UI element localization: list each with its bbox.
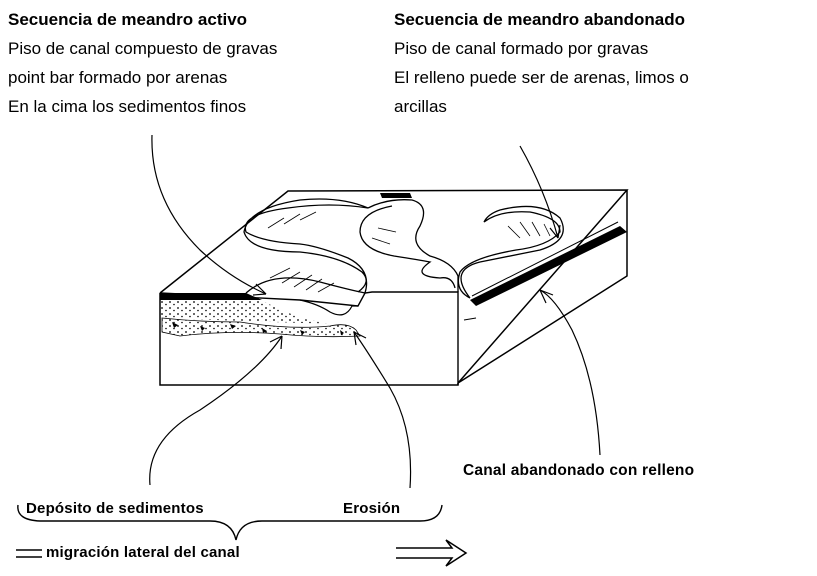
migration-equals-left [16,549,42,558]
abandoned-oxbow [457,205,564,299]
active-meander-line-3: En la cima los sedimentos finos [8,97,247,116]
arrow-erosion [353,331,412,489]
active-meander-channel [243,198,369,294]
label-abandoned-channel: Canal abandonado con relleno [463,462,695,479]
arrow-deposit [149,335,283,486]
arrow-active-sequence [151,134,267,295]
abandoned-meander-line-3: arcillas [394,97,447,116]
migration-arrow-right [396,539,468,567]
point-bar-striations [267,211,397,293]
sand-layer [160,301,330,324]
erosion-surface [299,299,358,316]
arrow-abandoned-fill [539,289,601,456]
active-meander-title: Secuencia de meandro activo [8,10,248,29]
active-meander-line-2: point bar formado por arenas [8,68,228,87]
arrow-abandoned-sequence [519,145,559,239]
block-top-face [159,189,629,384]
abandoned-meander-line-1: Piso de canal formado por gravas [394,39,649,58]
block-right-face [457,190,628,384]
label-deposit: Depósito de sedimentos [26,500,204,517]
label-lateral-migration: migración lateral del canal [46,544,240,561]
gravel-layer [161,317,361,338]
abandoned-meander-line-2: El relleno puede ser de arenas, limos o [394,68,689,87]
abandoned-meander-title: Secuencia de meandro abandonado [394,10,685,29]
label-brace [17,504,443,541]
fine-sediment-layer [160,293,262,300]
label-erosion: Erosión [343,500,401,517]
abandoned-fill-band [470,226,627,306]
active-meander-line-1: Piso de canal compuesto de gravas [8,39,278,58]
